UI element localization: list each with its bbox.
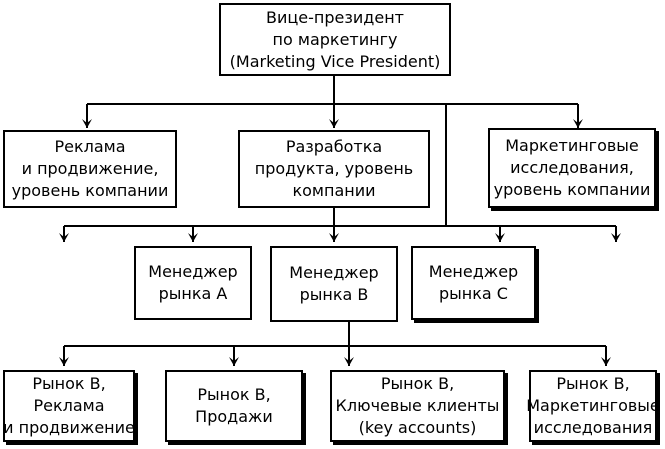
node-manager-market-c: Менеджер рынка С [411,246,536,320]
node-line: рынка В [299,285,369,304]
node-line: Рынок В, [197,385,271,404]
node-line: рынка С [439,284,508,303]
node-manager-market-b: Менеджер рынка В [270,246,398,322]
node-line: исследования [533,418,653,437]
node-market-b-advertising: Рынок В, Реклама и продвижение [3,370,135,442]
node-line: Менеджер [428,262,519,281]
node-line: и продвижение [3,418,135,437]
node-marketing-research-company: Маркетинговые исследования, уровень комп… [488,128,656,208]
node-line: уровень компании [493,180,651,199]
node-line: Рынок В, [32,374,106,393]
node-line: Менеджер [289,263,379,282]
node-line: Реклама [54,137,126,156]
node-line: Маркетинговые [505,136,639,155]
node-line: рынка А [158,284,228,303]
node-market-b-key-accounts: Рынок В, Ключевые клиенты (key accounts) [330,370,505,442]
node-vp: Вице-президент по маркетингу (Marketing … [219,3,451,76]
node-line: Рынок В, [556,374,630,393]
node-line: Рынок В, [380,374,455,393]
node-line: Менеджер [148,262,238,281]
node-line: исследования, [510,158,634,177]
node-line: уровень компании [11,181,169,200]
node-market-b-research: Рынок В, Маркетинговые исследования [526,370,660,442]
node-manager-market-a: Менеджер рынка А [134,246,252,320]
node-line: Ключевые клиенты [335,396,500,415]
node-line: и продвижение, [21,159,159,178]
node-line: продукта, уровень [254,159,414,178]
node-line: Разработка [285,137,383,156]
node-advertising-company: Реклама и продвижение, уровень компании [3,130,177,208]
node-market-b-sales: Рынок В, Продажи [165,370,303,442]
node-product-development: Разработка продукта, уровень компании [238,130,430,208]
node-vp-line: (Marketing Vice President) [229,51,441,71]
node-line: компании [292,181,376,200]
node-vp-line: по маркетингу [272,29,398,49]
node-line: Реклама [33,396,105,415]
node-line: Маркетинговые [526,396,660,415]
node-line: (key accounts) [358,418,477,437]
node-line: Продажи [195,407,273,426]
node-vp-line: Вице-президент [266,7,404,27]
